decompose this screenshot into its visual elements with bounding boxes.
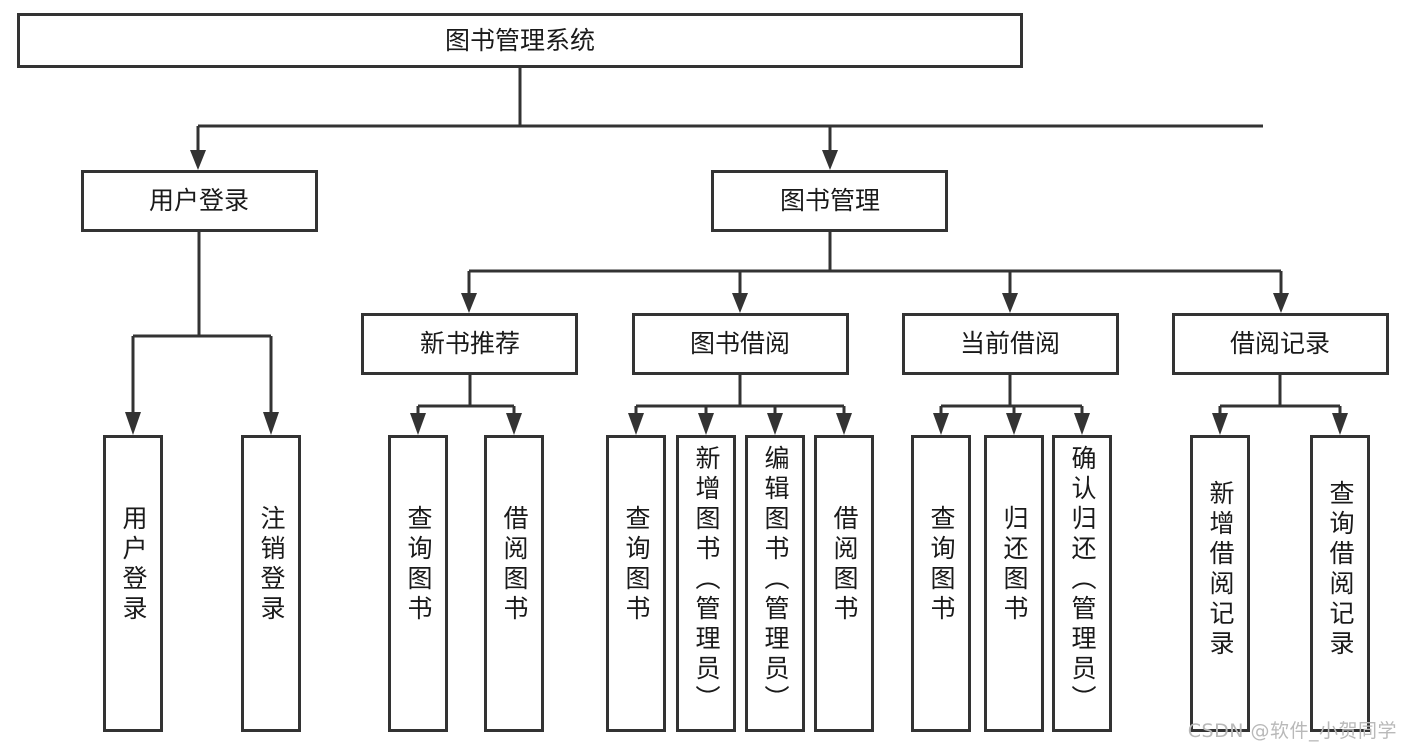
node-root[interactable]: 图书管理系统 <box>17 13 1023 68</box>
leaf-label-borrow-book-1: 借阅图书 <box>500 505 529 625</box>
leaf-boxes <box>103 435 1370 732</box>
leaf-label-edit-book: 编辑图书（管理员） <box>761 445 790 715</box>
leaf-box-user-logout[interactable] <box>241 435 301 732</box>
root-label: 图书管理系统 <box>445 26 595 55</box>
user-login-label: 用户登录 <box>149 186 249 215</box>
current-borrow-box[interactable] <box>902 313 1119 375</box>
connector-current-borrow-to-leaves <box>933 374 1090 435</box>
leaf-label-return-book: 归还图书 <box>1000 505 1029 625</box>
leaf-label-query-book-3: 查询图书 <box>927 505 956 625</box>
leaf-box-query-book-3[interactable] <box>911 435 971 732</box>
leaf-box-confirm-return[interactable] <box>1052 435 1112 732</box>
leaf-box-query-book-1[interactable] <box>388 435 448 732</box>
leaf-label-query-book-1: 查询图书 <box>404 505 433 625</box>
leaf-box-query-record[interactable] <box>1310 435 1370 732</box>
connector-book-management-to-level3 <box>461 231 1289 313</box>
connector-book-borrow-to-leaves <box>628 374 852 435</box>
leaf-box-add-record[interactable] <box>1190 435 1250 732</box>
leaf-box-borrow-book-1[interactable] <box>484 435 544 732</box>
leaf-label-confirm-return: 确认归还（管理员） <box>1068 445 1097 715</box>
node-user-login[interactable]: 用户登录 <box>81 170 318 232</box>
leaf-box-borrow-book-2[interactable] <box>814 435 874 732</box>
connector-borrow-record-to-leaves <box>1212 374 1348 435</box>
leaf-box-edit-book[interactable] <box>745 435 805 732</box>
leaf-label-add-record: 新增借阅记录 <box>1206 480 1235 660</box>
leaf-label-query-record: 查询借阅记录 <box>1326 480 1355 660</box>
book-management-box[interactable] <box>711 170 948 232</box>
connector-root-to-level2 <box>190 67 1263 170</box>
root-box[interactable] <box>17 13 1023 68</box>
node-book-management[interactable]: 图书管理 <box>711 170 948 232</box>
book-borrow-box[interactable] <box>632 313 849 375</box>
book-borrow-label: 图书借阅 <box>690 329 790 358</box>
connector-new-book-recommend-to-leaves <box>410 374 522 435</box>
new-book-recommend-label: 新书推荐 <box>420 329 520 358</box>
book-management-label: 图书管理 <box>780 186 880 215</box>
borrow-record-box[interactable] <box>1172 313 1389 375</box>
node-borrow-record[interactable]: 借阅记录 <box>1172 313 1389 375</box>
user-login-box[interactable] <box>81 170 318 232</box>
new-book-recommend-box[interactable] <box>361 313 578 375</box>
leaf-label-add-book: 新增图书（管理员） <box>692 445 721 715</box>
node-current-borrow[interactable]: 当前借阅 <box>902 313 1119 375</box>
borrow-record-label: 借阅记录 <box>1230 329 1330 358</box>
leaf-label-query-book-2: 查询图书 <box>622 505 651 625</box>
connector-user-login-to-leaves <box>125 231 279 435</box>
node-book-borrow[interactable]: 图书借阅 <box>632 313 849 375</box>
leaf-label-user-logout: 注销登录 <box>257 505 286 625</box>
leaf-box-user-login[interactable] <box>103 435 163 732</box>
current-borrow-label: 当前借阅 <box>960 329 1060 358</box>
leaf-box-query-book-2[interactable] <box>606 435 666 732</box>
leaf-box-return-book[interactable] <box>984 435 1044 732</box>
node-new-book-recommend[interactable]: 新书推荐 <box>361 313 578 375</box>
leaf-label-borrow-book-2: 借阅图书 <box>830 505 859 625</box>
leaf-box-add-book[interactable] <box>676 435 736 732</box>
leaf-label-user-login: 用户登录 <box>119 505 148 625</box>
